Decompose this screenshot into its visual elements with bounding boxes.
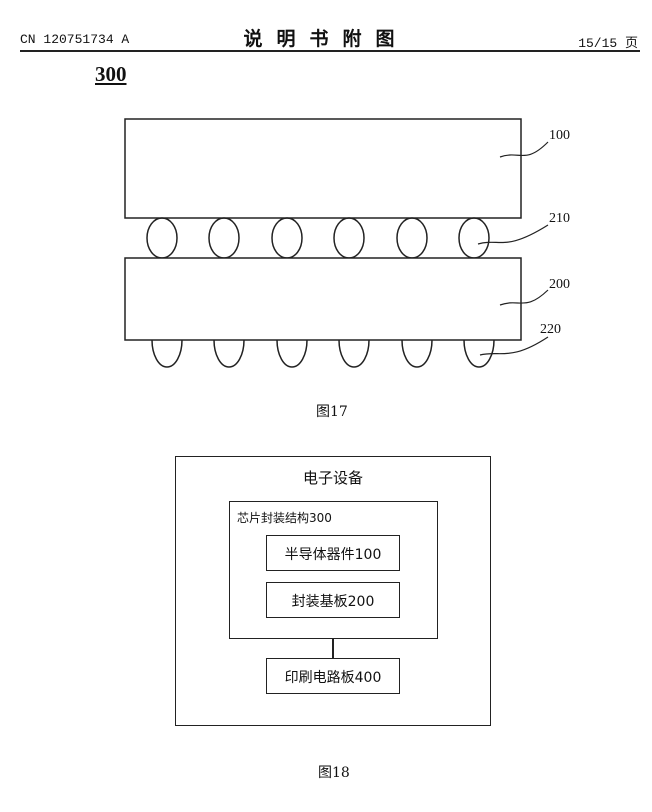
leader-lines	[477, 141, 549, 356]
electronic-device-label: 电子设备	[302, 469, 363, 487]
chip-package-label: 芯片封装结构300	[237, 511, 332, 525]
header-rule	[20, 50, 640, 52]
bumps-220	[151, 339, 495, 368]
patent-number: CN 120751734 A	[20, 32, 130, 47]
label-210: 210	[549, 211, 570, 226]
chip-package-box: 芯片封装结构300	[229, 501, 438, 639]
substrate-200	[124, 257, 522, 341]
pcb-box: 印刷电路板400	[266, 658, 400, 694]
label-220: 220	[540, 322, 561, 337]
label-200: 200	[549, 277, 570, 292]
label-100: 100	[549, 128, 570, 143]
page-title: 说明书附图	[243, 28, 409, 50]
semiconductor-device-label: 半导体器件100	[284, 547, 382, 563]
figure-17-caption: 图17	[316, 404, 348, 420]
page-number: 15/15 页	[578, 36, 638, 51]
pcb-label: 印刷电路板400	[284, 670, 382, 686]
bumps-210	[146, 217, 490, 259]
figure-17-diagram: 100 210 200 220 图17	[124, 118, 570, 420]
package-substrate-label: 封装基板200	[291, 594, 375, 610]
connector-line	[332, 638, 334, 658]
semiconductor-device-box: 半导体器件100	[266, 535, 400, 571]
figure-18-caption: 图18	[318, 765, 350, 781]
package-substrate-box: 封装基板200	[266, 582, 400, 618]
figure-reference-number: 300	[95, 62, 127, 86]
electronic-device-box: 电子设备	[175, 456, 491, 726]
chip-100	[124, 118, 522, 219]
